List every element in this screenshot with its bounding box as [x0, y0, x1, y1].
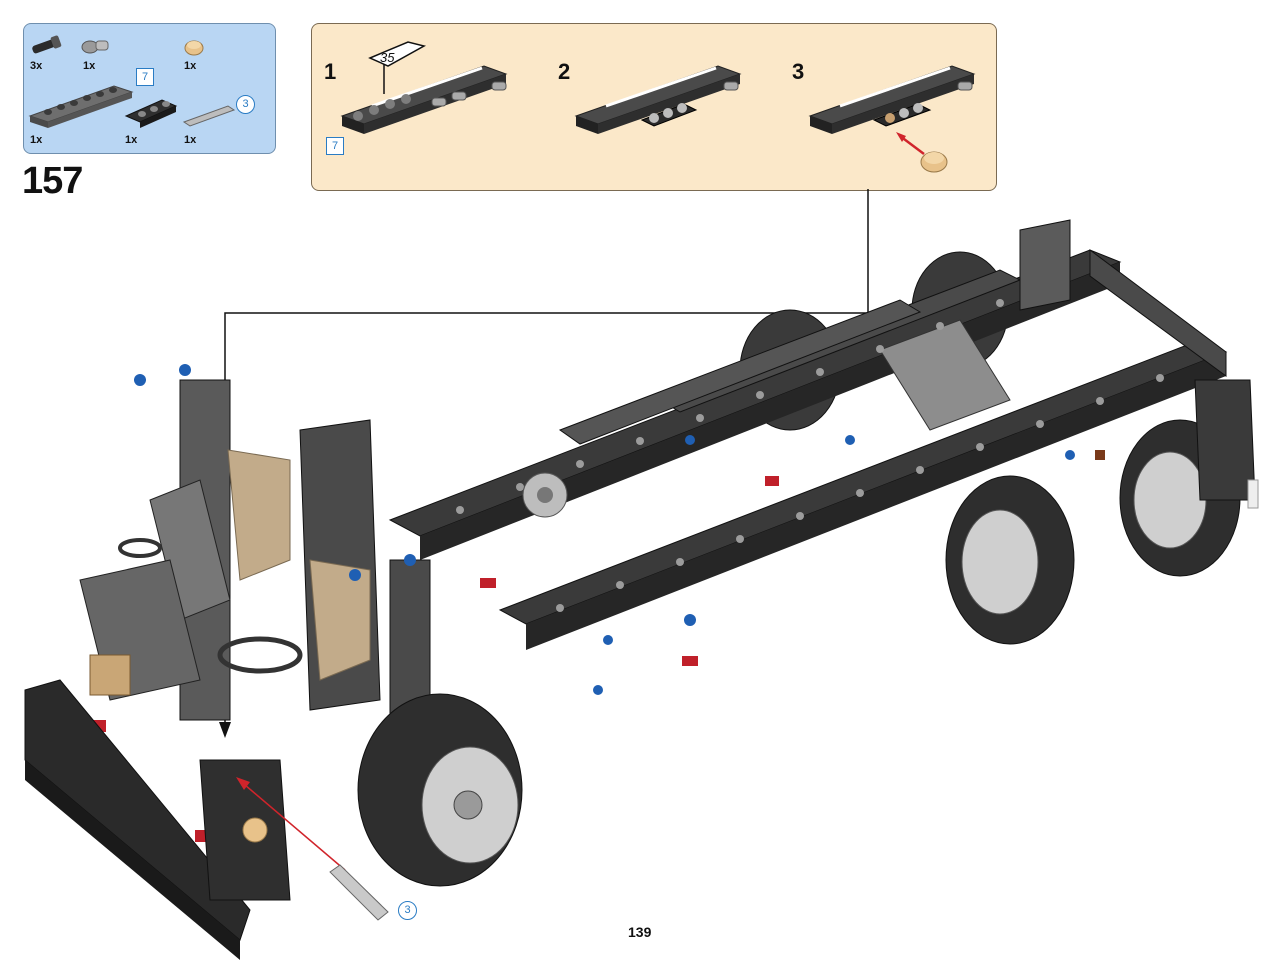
substep-number: 3	[792, 59, 805, 84]
beam-assembly-icon	[808, 65, 976, 134]
parts-list: 3x 1x 1x 1x 1x 1x 7 3	[23, 23, 276, 154]
axle-part-icon	[329, 864, 389, 921]
chassis-frame-icon	[388, 219, 1259, 695]
parts-illustrations	[28, 35, 236, 128]
beam-assembly-icon	[340, 65, 508, 134]
part-qty: 1x	[184, 60, 197, 72]
beam-length-callout: 7	[326, 137, 344, 155]
subassembly-panel: 1 2 3 7 35	[311, 23, 997, 191]
cab-frame-icon	[79, 364, 431, 842]
beam-7-icon	[28, 85, 134, 128]
beam-length-callout: 7	[136, 68, 154, 86]
subassembly-illustrations: 35	[340, 41, 976, 173]
part-qty: 1x	[184, 134, 197, 146]
part-qty: 1x	[30, 134, 43, 146]
beam-3-icon	[124, 99, 178, 128]
round-tile-icon	[184, 40, 204, 56]
beam-assembly-icon	[574, 65, 742, 134]
insert-arrow-icon	[244, 784, 346, 871]
axle-length-callout: 3	[398, 901, 417, 920]
pin-friction-icon	[32, 35, 62, 54]
round-tile-icon	[920, 151, 948, 173]
part-qty: 1x	[125, 134, 138, 146]
part-qty: 3x	[30, 60, 43, 72]
part-qty: 1x	[83, 60, 96, 72]
rotate-flag-icon: 35	[368, 41, 427, 94]
axle-3-icon	[182, 105, 236, 127]
front-wheel-icon	[357, 693, 523, 887]
step-number: 157	[22, 160, 83, 202]
front-bumper-icon	[24, 679, 291, 960]
rotation-callout: 35	[380, 50, 395, 65]
pin-bush-icon	[81, 40, 109, 54]
page-number: 139	[628, 924, 652, 940]
substep-number: 1	[324, 59, 337, 84]
substep-number: 2	[558, 59, 571, 84]
axle-length-callout: 3	[236, 95, 255, 114]
